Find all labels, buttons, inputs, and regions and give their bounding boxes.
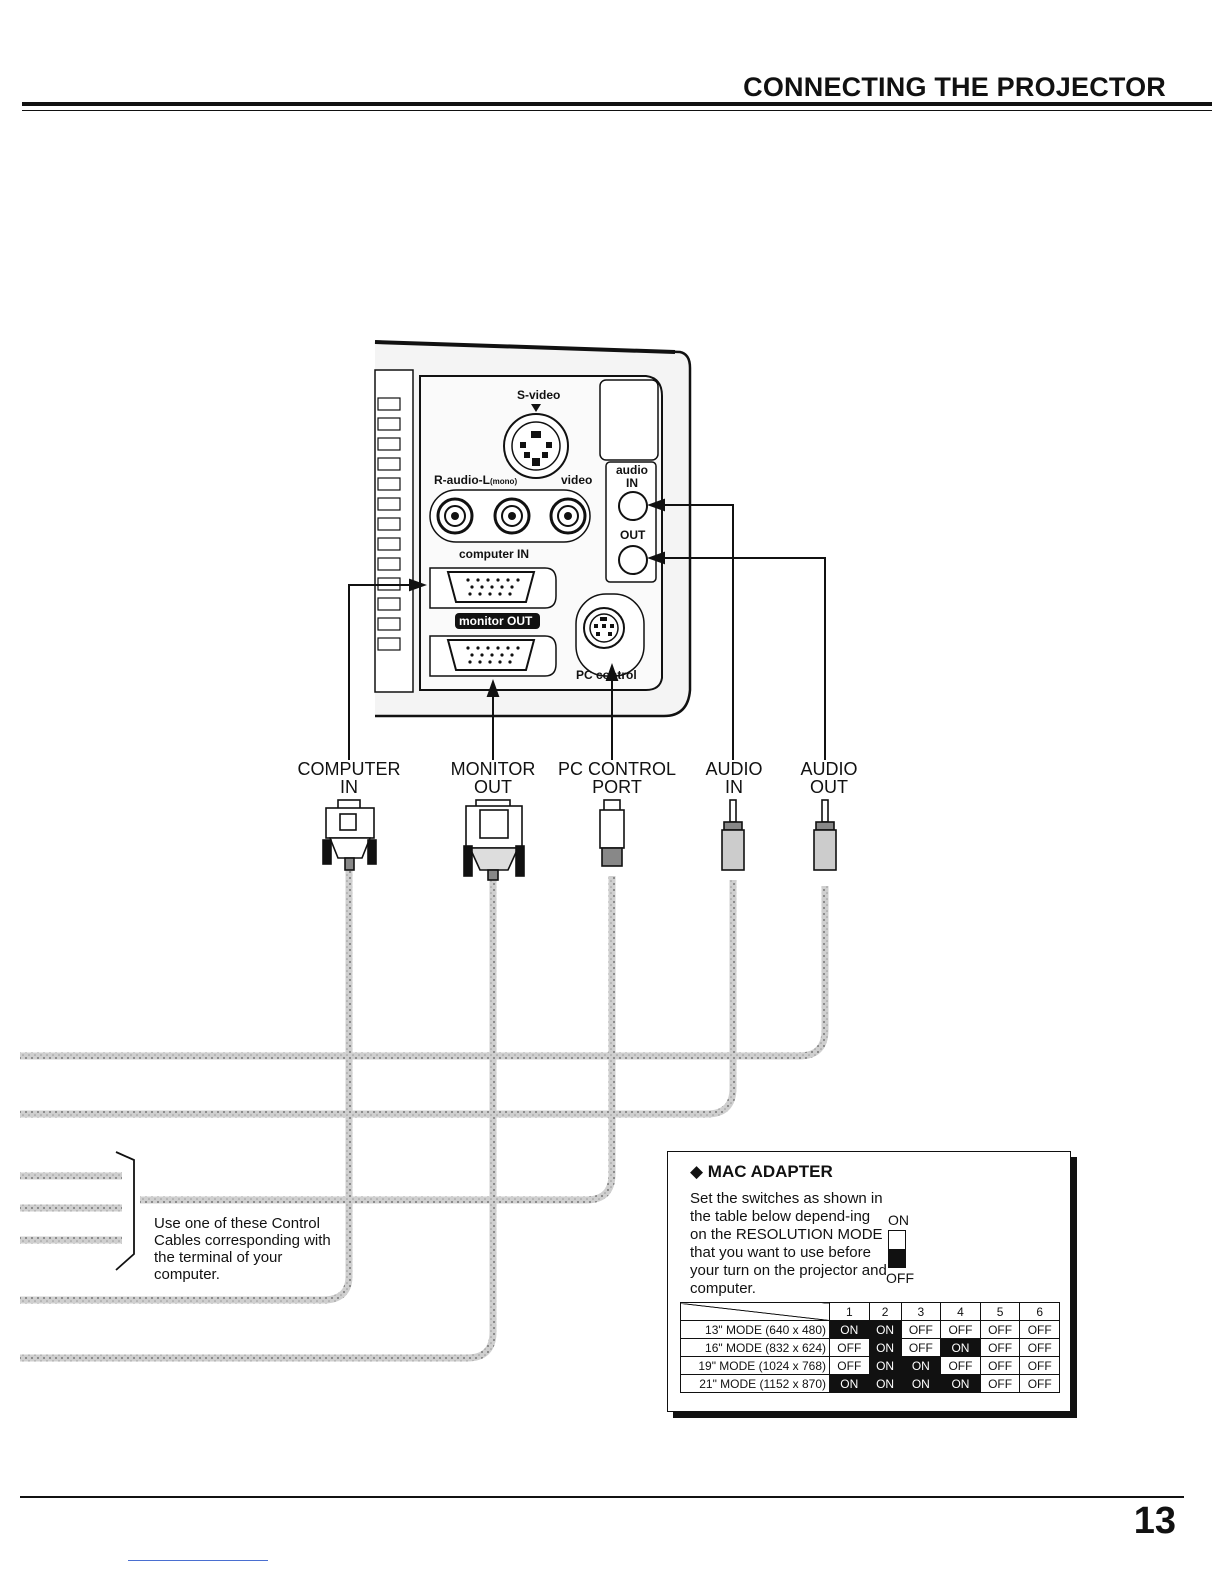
footer-link-line	[128, 1560, 268, 1561]
switch-cell: OFF	[979, 1356, 1021, 1375]
column-header: 2	[868, 1302, 902, 1321]
cables-bracket	[115, 1151, 135, 1271]
svg-text:PC control: PC control	[576, 668, 637, 682]
audio-out-plug	[813, 799, 837, 871]
switch-on-label: ON	[888, 1212, 909, 1228]
switch-cell: ON	[829, 1320, 870, 1339]
column-header: 3	[900, 1302, 942, 1321]
switch-cell: ON	[868, 1374, 902, 1393]
column-header: 1	[829, 1302, 870, 1321]
connector-label-pc-control-port: PC CONTROL PORT	[547, 760, 687, 796]
computer-in-port: computer IN	[429, 547, 557, 609]
label-line: COMPUTER	[297, 759, 401, 779]
table-row: 19" MODE (1024 x 768) OFF ON ON OFF OFF …	[680, 1356, 1060, 1375]
switch-cell: ON	[829, 1374, 870, 1393]
footer-rule	[20, 1496, 1184, 1498]
mac-adapter-box: ◆ MAC ADAPTER Set the switches as shown …	[667, 1151, 1071, 1412]
table-header-row: 1 2 3 4 5 6	[680, 1302, 1060, 1321]
table-row: 16" MODE (832 x 624) OFF ON OFF ON OFF O…	[680, 1338, 1060, 1357]
page-number: 13	[1133, 1500, 1176, 1542]
switch-cell: ON	[900, 1374, 942, 1393]
label-line: OUT	[810, 777, 848, 797]
label-line: IN	[340, 777, 358, 797]
mode-cell: 13" MODE (640 x 480)	[680, 1320, 830, 1339]
pc-control-port: PC control	[575, 593, 645, 682]
svg-text:OUT: OUT	[620, 528, 646, 542]
switch-cell: OFF	[1019, 1374, 1060, 1393]
cables	[20, 868, 829, 1362]
switch-cell: ON	[868, 1338, 902, 1357]
mode-cell: 21" MODE (1152 x 870)	[680, 1374, 830, 1393]
switch-cell: ON	[868, 1356, 902, 1375]
svg-text:IN: IN	[626, 476, 638, 490]
audio-in-plug	[721, 799, 745, 871]
dip-switch-knob	[889, 1249, 905, 1267]
mode-cell: 19" MODE (1024 x 768)	[680, 1356, 830, 1375]
switch-cell: OFF	[940, 1320, 981, 1339]
switch-cell: OFF	[1019, 1356, 1060, 1375]
svg-text:R-audio-L(mono): R-audio-L(mono)	[434, 473, 517, 487]
column-header: 4	[940, 1302, 981, 1321]
svg-text:computer IN: computer IN	[459, 547, 529, 561]
connector-label-computer-in: COMPUTER IN	[279, 760, 419, 796]
svg-text:monitor OUT: monitor OUT	[459, 614, 533, 628]
label-line: PC CONTROL	[557, 759, 676, 779]
s-video-port: S-video	[503, 388, 569, 479]
switch-cell: OFF	[900, 1338, 942, 1357]
switch-cell: OFF	[900, 1320, 942, 1339]
pc-control-plug	[599, 799, 625, 867]
svg-text:video: video	[561, 473, 592, 487]
leader-lines	[348, 498, 826, 760]
mac-adapter-title: ◆ MAC ADAPTER	[690, 1162, 833, 1181]
svg-text:S-video: S-video	[517, 388, 560, 402]
monitor-out-plug	[463, 799, 525, 881]
switch-cell: OFF	[940, 1356, 981, 1375]
rca-ports: R-audio-L(mono) video	[429, 473, 592, 543]
header-rule-thin	[22, 110, 1212, 111]
label-line: AUDIO	[800, 759, 858, 779]
dip-switch-icon	[888, 1230, 906, 1268]
label-line: MONITOR	[450, 759, 536, 779]
table-row: 13" MODE (640 x 480) ON ON OFF OFF OFF O…	[680, 1320, 1060, 1339]
label-line: AUDIO	[705, 759, 763, 779]
svg-text:audio: audio	[616, 463, 648, 477]
column-header: 6	[1019, 1302, 1060, 1321]
switch-cell: OFF	[979, 1338, 1021, 1357]
switch-cell: OFF	[1019, 1338, 1060, 1357]
switch-cell: ON	[868, 1320, 902, 1339]
switch-cell: ON	[940, 1374, 981, 1393]
switch-cell: OFF	[1019, 1320, 1060, 1339]
label-line: OUT	[474, 777, 512, 797]
connector-label-monitor-out: MONITOR OUT	[423, 760, 563, 796]
connector-label-audio-in: AUDIO IN	[664, 760, 804, 796]
page-header-title: CONNECTING THE PROJECTOR	[743, 72, 1166, 102]
audio-ports: audio IN OUT	[616, 463, 648, 575]
column-header: 5	[979, 1302, 1021, 1321]
cables-note: Use one of these Control Cables correspo…	[154, 1215, 331, 1283]
switch-cell: OFF	[979, 1320, 1021, 1339]
switch-off-label: OFF	[886, 1270, 914, 1286]
label-line: IN	[725, 777, 743, 797]
header-rule	[22, 102, 1212, 106]
connector-label-audio-out: AUDIO OUT	[759, 760, 899, 796]
resolution-mode-table: 1 2 3 4 5 6 13" MODE (640 x 480) ON ON O…	[680, 1302, 1060, 1393]
mode-cell: 16" MODE (832 x 624)	[680, 1338, 830, 1357]
switch-cell: OFF	[979, 1374, 1021, 1393]
switch-cell: OFF	[829, 1356, 870, 1375]
switch-cell: OFF	[829, 1338, 870, 1357]
mac-adapter-instructions: Set the switches as shown in the table b…	[690, 1190, 887, 1297]
table-row: 21" MODE (1152 x 870) ON ON ON ON OFF OF…	[680, 1374, 1060, 1393]
switch-cell: ON	[900, 1356, 942, 1375]
label-line: PORT	[592, 777, 642, 797]
table-corner-cell	[680, 1302, 830, 1321]
monitor-out-port: monitor OUT	[429, 613, 557, 677]
computer-in-plug	[322, 799, 377, 871]
switch-cell: ON	[940, 1338, 981, 1357]
